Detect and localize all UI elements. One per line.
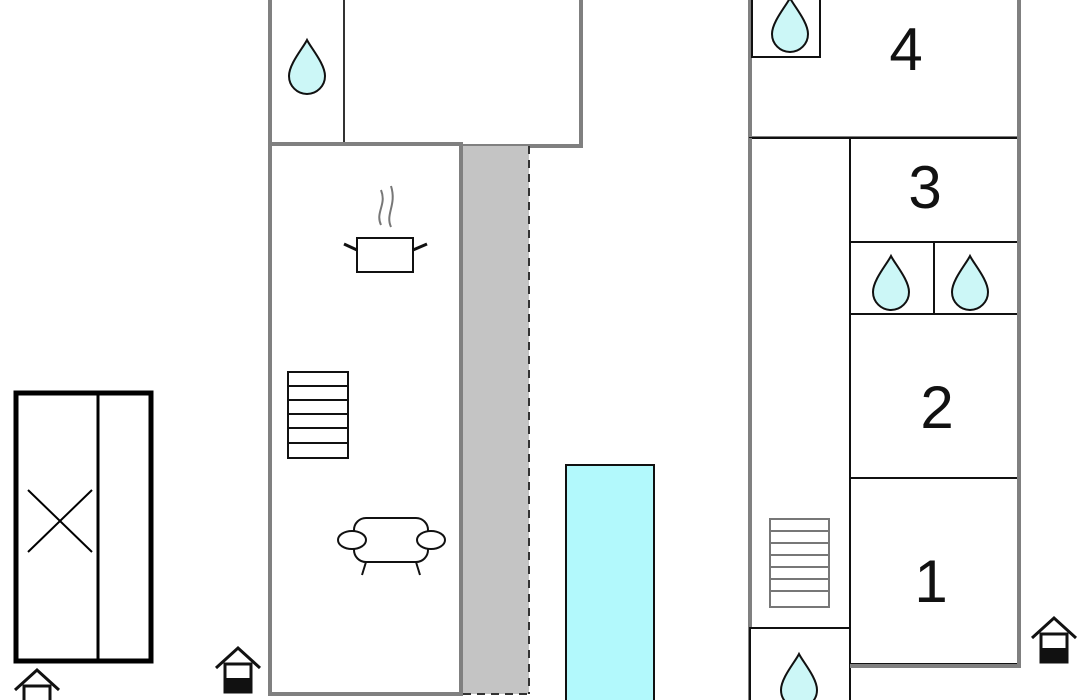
middle-building (268, 0, 583, 696)
bedroom-1-label: 1 (914, 548, 947, 615)
sofa-icon (337, 517, 446, 576)
swimming-pool (565, 464, 655, 700)
carport (13, 390, 154, 664)
bedroom-3-label: 3 (908, 154, 941, 221)
bedroom-2-label: 2 (920, 374, 953, 441)
entrance-house-icon (13, 667, 61, 700)
entrance-house-icon (1030, 616, 1078, 664)
right-building (748, 0, 1021, 700)
stairs-icon (769, 518, 830, 608)
entrance-house-icon (214, 646, 262, 694)
bedroom-4-label: 4 (889, 16, 922, 83)
cooking-pot-icon (343, 185, 428, 273)
stairs-icon (287, 371, 349, 459)
